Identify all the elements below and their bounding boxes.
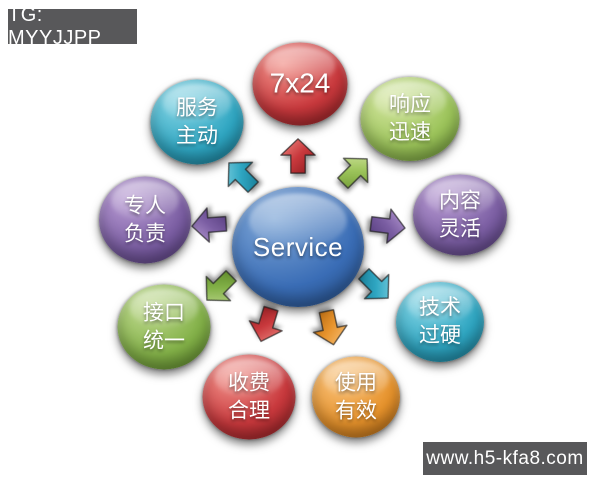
watermark-bottom-text: www.h5-kfa8.com <box>426 447 584 469</box>
node-effective-use-line2: 有效 <box>335 399 377 422</box>
center-service-node: Service <box>232 187 364 307</box>
center-service-label: Service <box>252 231 344 262</box>
node-solid-technology-line1: 技术 <box>419 296 461 320</box>
node-7x24-label: 7x24 <box>269 67 331 99</box>
watermark-bottom: www.h5-kfa8.com <box>423 442 587 475</box>
node-dedicated-staff-line2: 负责 <box>124 222 166 245</box>
watermark-top: TG: MYYJJPP <box>8 4 137 49</box>
arrow-solid-technology-icon <box>358 268 390 300</box>
node-unified-interface-line2: 统一 <box>143 329 185 352</box>
node-proactive-service: 服务 主动 <box>150 79 244 165</box>
node-flexible-content: 内容 灵活 <box>413 174 507 256</box>
arrow-flexible-content-icon <box>369 208 406 244</box>
node-quick-response-line2: 迅速 <box>389 121 431 144</box>
arrow-quick-response-icon <box>337 157 369 189</box>
node-unified-interface: 接口 统一 <box>117 284 211 370</box>
node-reasonable-fees-line1: 收费 <box>228 371 270 395</box>
arrow-reasonable-fees-icon <box>248 305 283 343</box>
node-reasonable-fees: 收费 合理 <box>202 354 296 440</box>
node-solid-technology: 技术 过硬 <box>396 282 484 362</box>
arrow-unified-interface-icon <box>205 270 237 302</box>
arrow-7x24-icon <box>280 138 316 174</box>
node-proactive-service-line2: 主动 <box>176 124 218 147</box>
node-unified-interface-line1: 接口 <box>143 301 185 325</box>
node-quick-response-line1: 响应 <box>389 93 431 117</box>
node-flexible-content-line1: 内容 <box>439 189 481 213</box>
node-7x24: 7x24 <box>252 42 348 126</box>
node-flexible-content-line2: 灵活 <box>439 217 481 240</box>
node-effective-use: 使用 有效 <box>312 356 400 438</box>
arrow-effective-use-icon <box>312 309 348 346</box>
node-effective-use-line1: 使用 <box>335 371 377 395</box>
node-reasonable-fees-line2: 合理 <box>228 399 270 422</box>
node-proactive-service-line1: 服务 <box>176 96 218 120</box>
node-dedicated-staff: 专人 负责 <box>99 176 191 264</box>
watermark-top-text: TG: MYYJJPP <box>8 3 102 49</box>
arrow-proactive-service-icon <box>227 161 259 193</box>
node-dedicated-staff-line1: 专人 <box>124 194 166 218</box>
arrow-dedicated-staff-icon <box>191 207 228 243</box>
node-quick-response: 响应 迅速 <box>360 77 460 161</box>
node-solid-technology-line2: 过硬 <box>419 324 461 347</box>
